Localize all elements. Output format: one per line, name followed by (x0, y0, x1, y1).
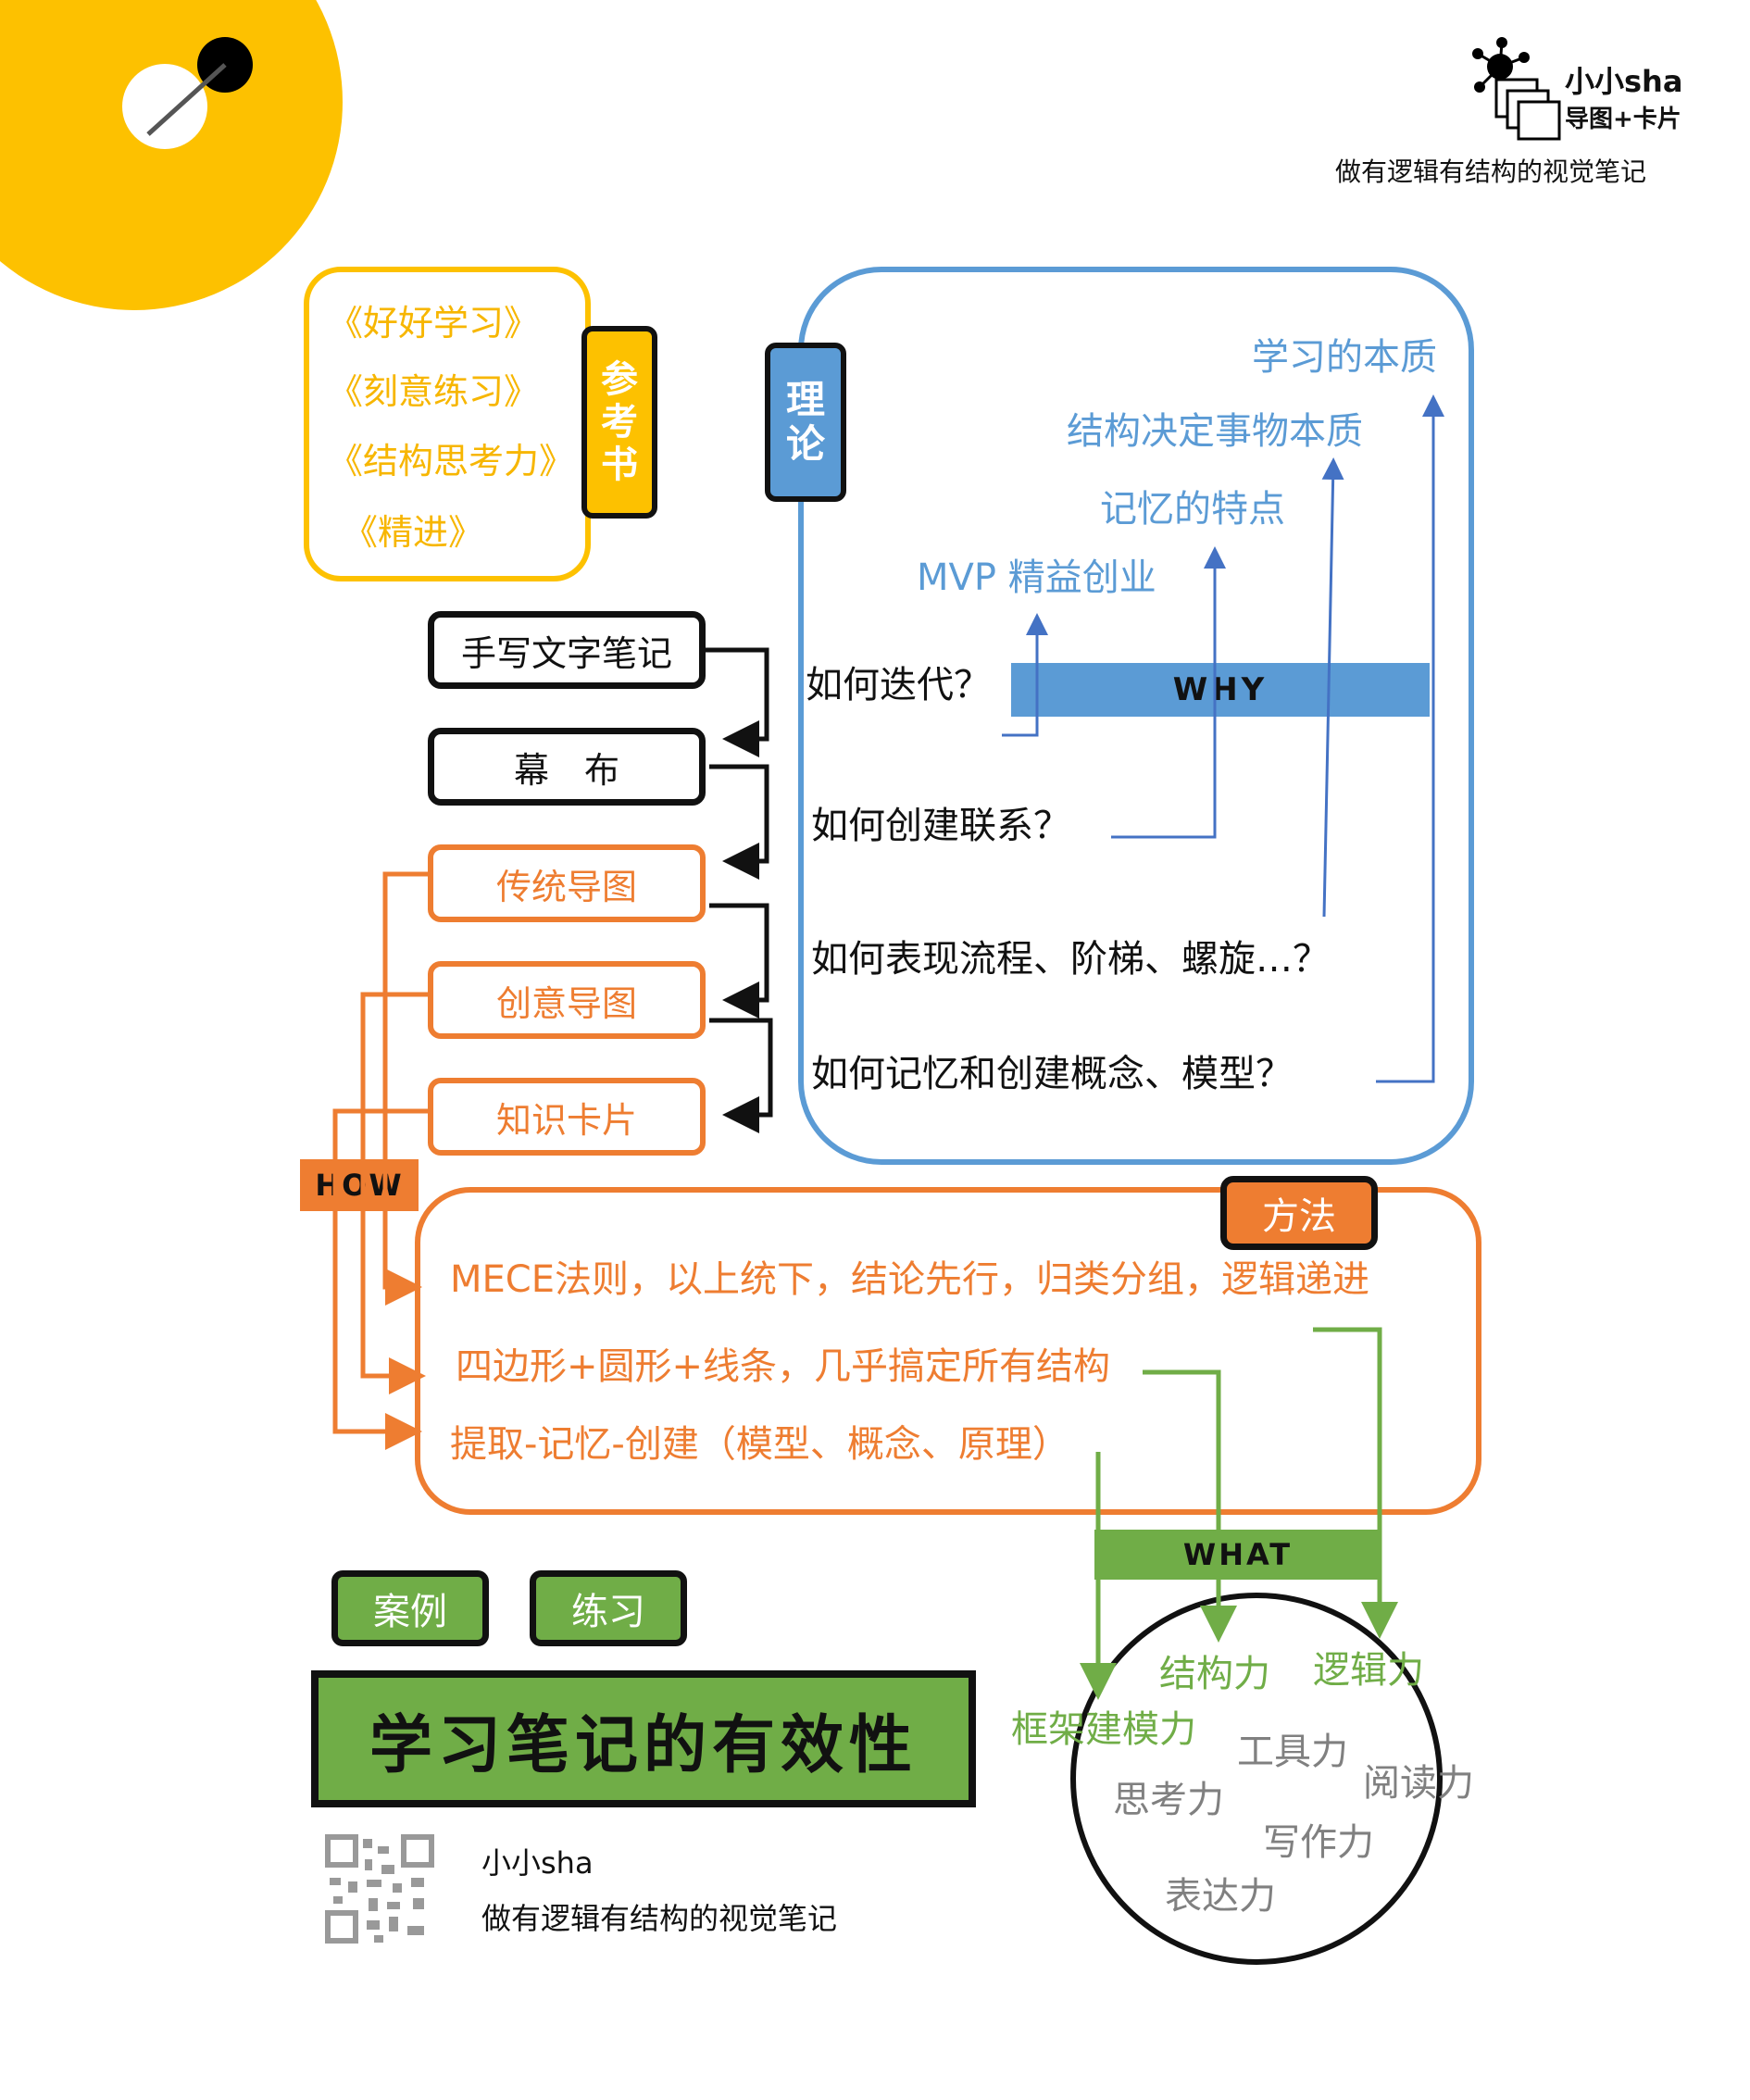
how-arrows (332, 871, 428, 1450)
theory-target: 学习的本质 (1252, 336, 1437, 379)
theory-question: 如何表现流程、阶梯、螺旋…？ (811, 938, 1330, 981)
book-item: 《刻意练习》 (328, 371, 540, 412)
practice-button-label: 练习 (571, 1591, 645, 1633)
skill-gray: 思考力 (1113, 1779, 1224, 1821)
skill-gray: 工具力 (1237, 1731, 1348, 1773)
book-item: 《精进》 (343, 512, 484, 553)
method-line: 提取-记忆-创建（模型、概念、原理） (450, 1423, 1069, 1466)
how-label: HOW (300, 1159, 419, 1211)
method-label-text: 方法 (1262, 1195, 1336, 1238)
theory-box (798, 267, 1474, 1165)
how-step-knowledge-card: 知识卡片 (428, 1078, 706, 1156)
method-label: 方法 (1220, 1176, 1378, 1250)
how-step-mubu: 幕 布 (428, 728, 706, 806)
pin-needle (146, 63, 227, 136)
main-title-text: 学习笔记的有效性 (369, 1708, 918, 1782)
how-step-handwritten: 手写文字笔记 (428, 611, 706, 689)
case-button[interactable]: 案例 (331, 1570, 489, 1646)
skill-green: 框架建模力 (1011, 1708, 1196, 1751)
yellow-corner-disc (0, 0, 343, 310)
theory-question: 如何记忆和创建概念、模型？ (811, 1053, 1293, 1095)
step-arrows (706, 647, 773, 1133)
theory-target: 记忆的特点 (1100, 488, 1285, 531)
theory-label: 理 论 (765, 343, 846, 502)
skill-green: 逻辑力 (1313, 1649, 1424, 1692)
brand-name: 小小sha (1565, 64, 1683, 99)
method-line: 四边形+圆形+线条，几乎搞定所有结构 (456, 1345, 1111, 1388)
theory-question: 如何创建联系？ (811, 805, 1070, 847)
how-label-text: HOW (315, 1168, 404, 1203)
pin-head-icon (197, 37, 253, 93)
case-button-label: 案例 (373, 1591, 447, 1633)
book-item: 《结构思考力》 (328, 441, 575, 481)
theory-label-char: 理 (785, 376, 825, 422)
brand-tagline: 做有逻辑有结构的视觉笔记 (1335, 156, 1647, 187)
pin-base-circle (122, 64, 207, 149)
skill-gray: 写作力 (1263, 1821, 1374, 1864)
what-label: WHAT (1182, 1537, 1294, 1572)
books-label: 参 考 书 (581, 326, 657, 519)
brand-subtitle: 导图+卡片 (1565, 106, 1681, 133)
skills-circle (1070, 1593, 1443, 1965)
theory-question: 如何迭代？ (806, 664, 991, 706)
books-label-char: 书 (601, 444, 638, 486)
skill-gray: 阅读力 (1363, 1762, 1474, 1805)
what-bar: WHAT (1094, 1530, 1381, 1580)
how-step-creative-map: 创意导图 (428, 961, 706, 1039)
theory-target: MVP 精益创业 (917, 556, 1156, 599)
how-step-label: 幕 布 (513, 749, 619, 791)
why-label: WHY (1172, 671, 1269, 708)
footer-tagline: 做有逻辑有结构的视觉笔记 (481, 1901, 838, 1936)
how-step-label: 手写文字笔记 (460, 632, 672, 674)
method-line: MECE法则，以上统下，结论先行，归类分组，逻辑递进 (450, 1258, 1369, 1301)
book-item: 《好好学习》 (328, 303, 540, 344)
books-box: 《好好学习》 《刻意练习》 《结构思考力》 《精进》 (304, 267, 591, 581)
books-label-char: 参 (601, 358, 638, 401)
practice-button[interactable]: 练习 (530, 1570, 687, 1646)
footer-name: 小小sha (481, 1845, 594, 1881)
how-step-label: 知识卡片 (495, 1099, 637, 1141)
how-step-label: 创意导图 (495, 982, 637, 1024)
how-step-traditional-map: 传统导图 (428, 844, 706, 922)
how-step-label: 传统导图 (495, 866, 637, 907)
theory-label-char: 论 (785, 421, 825, 467)
why-bar: WHY (1011, 663, 1430, 717)
theory-target: 结构决定事物本质 (1067, 410, 1363, 453)
main-title: 学习笔记的有效性 (311, 1670, 976, 1807)
skill-green: 结构力 (1159, 1653, 1270, 1695)
skill-gray: 表达力 (1165, 1875, 1276, 1918)
books-label-char: 考 (601, 401, 638, 444)
